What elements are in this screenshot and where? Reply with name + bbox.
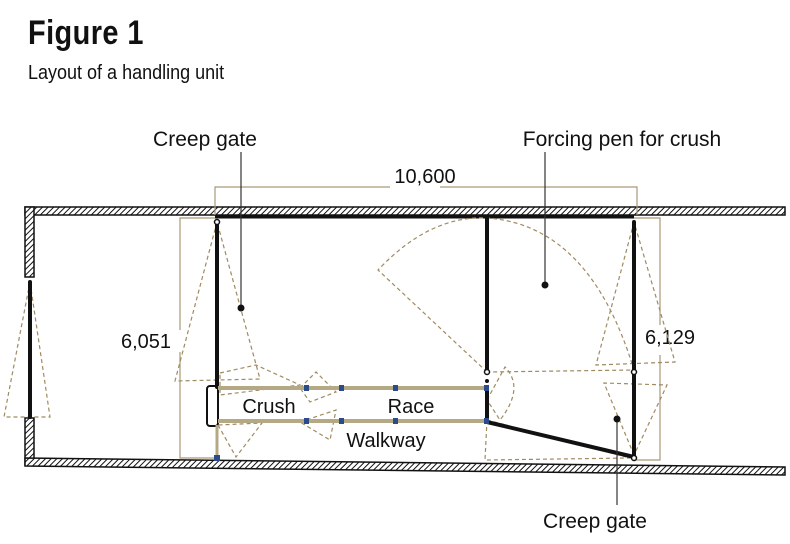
label-creep-gate-top: Creep gate — [153, 128, 257, 151]
dimension-lines — [179, 186, 661, 461]
label-walkway: Walkway — [346, 430, 425, 452]
walls — [24, 206, 786, 476]
creep-gate-top-marker — [237, 304, 245, 312]
dimension-left-height: 6,051 — [121, 331, 171, 353]
forcing-pen-marker — [541, 281, 549, 289]
diagonal-fence — [485, 420, 636, 459]
dimension-right-height: 6,129 — [645, 327, 695, 349]
label-creep-gate-bottom: Creep gate — [543, 510, 647, 533]
fences — [28, 216, 636, 459]
left-wall-upper — [24, 206, 35, 278]
label-race: Race — [388, 396, 435, 418]
race-rails — [214, 385, 489, 461]
leader-lines — [240, 152, 618, 505]
top-wall — [24, 206, 786, 216]
creep-gate-bottom-marker — [613, 415, 621, 423]
label-forcing-pen: Forcing pen for crush — [523, 128, 721, 151]
figure-title: Figure 1 — [28, 14, 144, 52]
label-crush: Crush — [242, 396, 295, 418]
crush-box — [206, 385, 219, 427]
figure-subtitle: Layout of a handling unit — [28, 62, 225, 84]
bottom-wall — [24, 457, 786, 476]
dimension-width: 10,600 — [394, 166, 455, 188]
hinges — [213, 218, 638, 462]
